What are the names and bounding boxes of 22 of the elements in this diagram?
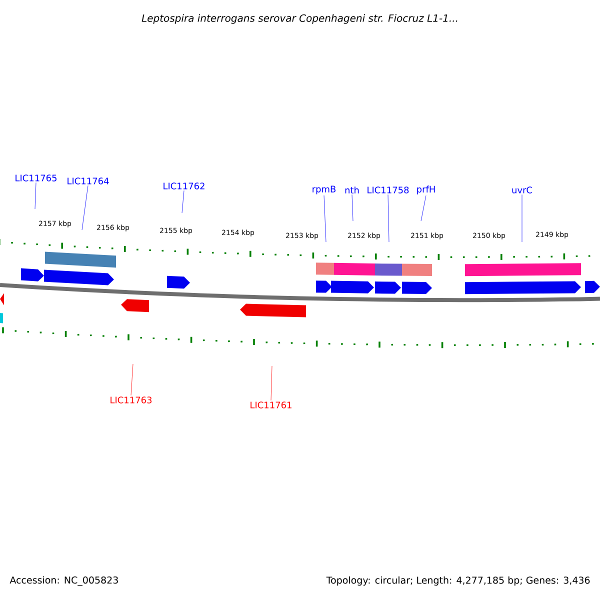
- leader-line: [82, 185, 88, 230]
- accession-text: Accession: NC_005823: [10, 576, 118, 586]
- leader-line: [182, 190, 184, 214]
- gene-label: LIC11763: [110, 396, 152, 404]
- leader-line: [34, 182, 36, 210]
- gene-label: prfH: [417, 186, 435, 194]
- summary-text: Topology: circular; Length: 4,277,185 bp; Genes: 3,436: [326, 576, 590, 586]
- gene-label: uvrC: [512, 186, 532, 194]
- gene-label: LIC11758: [368, 186, 409, 194]
- leader-line: [420, 195, 426, 222]
- gene-label: rpmB: [312, 186, 336, 194]
- gene-label: LIC11761: [250, 402, 292, 408]
- gene-label: nth: [345, 186, 359, 194]
- leader-line: [352, 194, 354, 222]
- gene-label: LIC11764: [68, 178, 109, 184]
- leader-line: [388, 194, 390, 242]
- gene-label: LIC11765: [16, 174, 56, 182]
- leader-line: [324, 195, 326, 242]
- leader-line: [130, 364, 134, 396]
- leader-line: [270, 366, 272, 401]
- title: Leptospira interrogans serovar Copenhageni str. Fiocruz L1-1...: [142, 14, 458, 24]
- gene-label: LIC11762: [164, 182, 204, 190]
